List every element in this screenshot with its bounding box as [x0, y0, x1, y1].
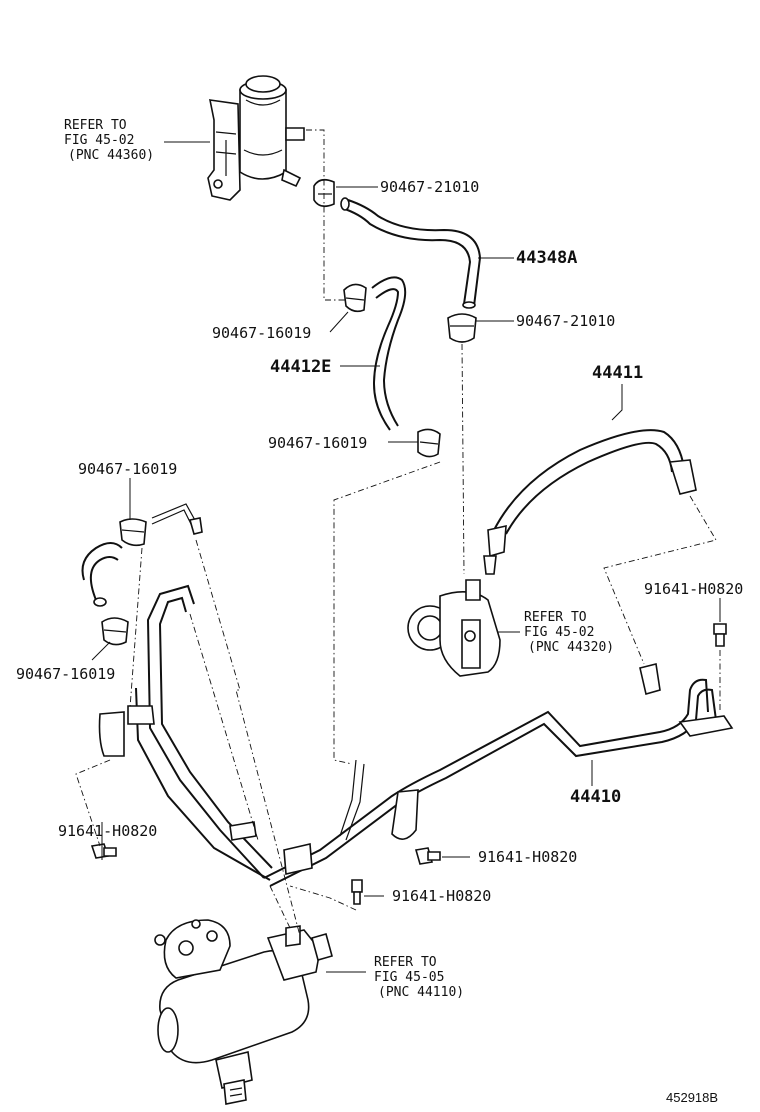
ref-reservoir-line3: (PNC 44360): [68, 148, 154, 163]
ref-pump-line3: (PNC 44320): [528, 640, 614, 655]
leader-lines: [91, 141, 721, 973]
label-bolt-bottom: 91641-H0820: [392, 887, 491, 905]
label-bolt-right: 91641-H0820: [644, 580, 743, 598]
tube-44410-illustration: [98, 584, 734, 887]
steering-gear-illustration: [154, 919, 333, 1105]
label-tube-44410: 44410: [570, 787, 621, 807]
ref-gear-line2: FIG 45-05: [374, 970, 444, 985]
label-clamp-upper-left: 90467-16019: [212, 324, 311, 342]
ref-pump-line2: FIG 45-02: [524, 625, 594, 640]
bolt-center-illustration: [414, 847, 441, 865]
ref-gear-line3: (PNC 44110): [378, 985, 464, 1000]
hose-44348A-illustration: [313, 178, 482, 343]
ref-reservoir-line1: REFER TO: [64, 118, 127, 133]
label-hose-44411: 44411: [592, 363, 643, 383]
label-hose-44412E: 44412E: [270, 357, 331, 377]
label-clamp-lower: 90467-16019: [268, 434, 367, 452]
pump-illustration: [407, 579, 501, 677]
ref-gear-line1: REFER TO: [374, 955, 437, 970]
hose-44411-illustration: [483, 429, 697, 575]
label-clamp-left-bottom: 90467-16019: [16, 665, 115, 683]
label-hose-44348A: 44348A: [516, 248, 577, 268]
bolt-right-illustration: [713, 623, 727, 647]
label-clamp-top: 90467-21010: [380, 178, 479, 196]
label-bolt-center: 91641-H0820: [478, 848, 577, 866]
label-clamp-left-top: 90467-16019: [78, 460, 177, 478]
left-hoses-illustration: [81, 503, 203, 646]
ref-reservoir-line2: FIG 45-02: [64, 133, 134, 148]
hose-44412E-illustration: [343, 276, 441, 458]
ref-pump-line1: REFER TO: [524, 610, 587, 625]
label-clamp-mid: 90467-21010: [516, 312, 615, 330]
assembly-lines: [75, 129, 721, 937]
diagram-reference-id: 452918B: [666, 1090, 718, 1105]
reservoir-illustration: [207, 75, 305, 201]
bolt-left-illustration: [90, 843, 117, 859]
bolt-bottom-illustration: [351, 879, 363, 905]
label-bolt-left: 91641-H0820: [58, 822, 157, 840]
